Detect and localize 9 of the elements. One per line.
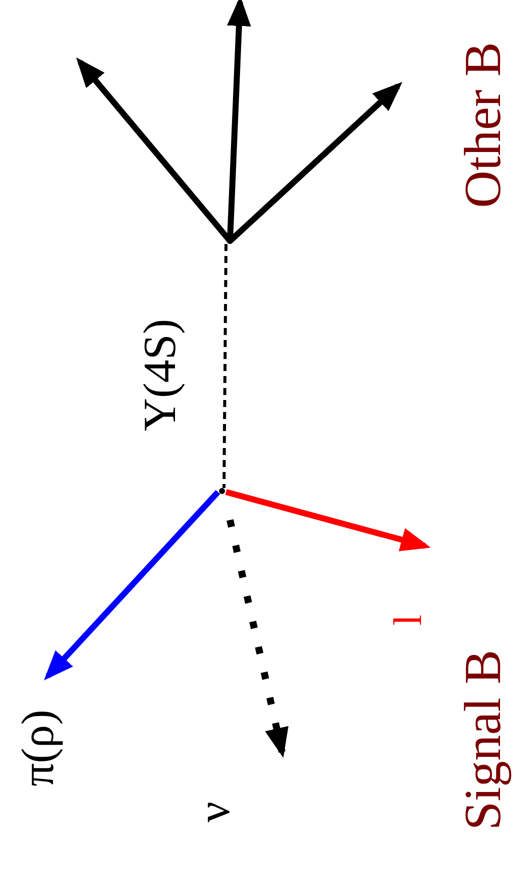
- arrow: [225, 489, 431, 552]
- dashed-line: [222, 244, 228, 488]
- vertex-point: [219, 488, 225, 494]
- meson-label: Signal B: [458, 650, 510, 830]
- meson-label: Other B: [458, 42, 510, 208]
- arrow: [44, 490, 220, 680]
- particle-label: l: [388, 614, 428, 626]
- particle-label: π(ρ): [15, 710, 61, 786]
- particle-label: ν: [191, 802, 237, 822]
